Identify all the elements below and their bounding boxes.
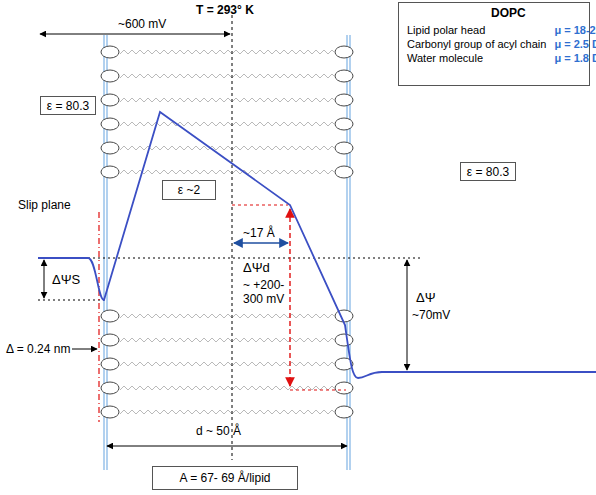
- acyl-chain: [120, 144, 334, 152]
- polar-head: [101, 406, 119, 418]
- dimension-arrow: [407, 260, 408, 370]
- annotation-label: T = 293° K: [196, 3, 254, 17]
- potential-profile: [38, 112, 596, 378]
- reference-line: [38, 300, 104, 301]
- annotation-label: ~ +200- 300 mV: [243, 278, 303, 306]
- membrane-boundaries: [104, 35, 350, 470]
- polar-head: [101, 70, 119, 82]
- polar-head: [101, 310, 119, 322]
- annotation-label: ΔΨS: [52, 272, 80, 287]
- dimension-arrow: [72, 349, 97, 350]
- table-heading: DOPC: [407, 6, 596, 20]
- acyl-chain: [120, 360, 334, 368]
- acyl-chain: [120, 168, 334, 176]
- table-cell: Carbonyl group of acyl chain: [407, 38, 546, 50]
- slip-plane-line: [98, 212, 99, 422]
- annotation-label: ~17 Å: [243, 226, 275, 240]
- polar-head: [335, 310, 353, 322]
- acyl-chain: [120, 408, 334, 416]
- guide-line: [232, 204, 288, 205]
- polar-head: [335, 166, 353, 178]
- guide-line: [290, 389, 346, 390]
- node-text: A = 67- 69 Å/lipid: [179, 471, 270, 485]
- annotation-label: ~70mV: [412, 308, 450, 322]
- reference-line: [38, 258, 422, 259]
- medium-box: ε = 80.3: [460, 162, 516, 181]
- legend-table: DOPCLipid polar headμ = 18-25DCarbonyl g…: [398, 2, 590, 86]
- acyl-chain: [120, 120, 334, 128]
- area-box: A = 67- 69 Å/lipid: [152, 466, 298, 490]
- table-cell: μ = 18-25D: [554, 24, 596, 36]
- polar-head: [335, 142, 353, 154]
- acyl-chain: [120, 312, 334, 320]
- polar-head: [335, 46, 353, 58]
- polar-head: [101, 382, 119, 394]
- node-text: ε = 80.3: [467, 165, 509, 179]
- annotation-label: ~600 mV: [118, 17, 166, 31]
- annotation-label: Δ = 0.24 nm: [6, 342, 70, 356]
- medium-box: ε ~2: [162, 180, 216, 200]
- medium-box: ε = 80.3: [40, 96, 96, 115]
- acyl-chain: [120, 72, 334, 80]
- polar-head: [101, 334, 119, 346]
- polar-head: [335, 94, 353, 106]
- polar-head: [101, 166, 119, 178]
- polar-heads: [101, 46, 353, 418]
- polar-head: [335, 70, 353, 82]
- annotation-label: d ~ 50 Å: [196, 424, 241, 438]
- dimension-arrow: [234, 242, 288, 243]
- polar-head: [335, 382, 353, 394]
- dimension-arrow: [44, 260, 45, 298]
- table-cell: μ = 1.8 D: [554, 52, 596, 64]
- polar-head: [101, 94, 119, 106]
- annotation-label: ΔΨ: [416, 290, 436, 305]
- node-text: ε = 80.3: [47, 99, 89, 113]
- dimension-arrow: [40, 34, 230, 35]
- annotation-label: Slip plane: [18, 198, 71, 212]
- dipole-potential-arrow: [289, 209, 290, 386]
- polar-head: [101, 142, 119, 154]
- dimension-arrow: [107, 446, 347, 447]
- annotation-label: ΔΨd: [243, 260, 270, 275]
- acyl-chain: [120, 48, 334, 56]
- node-text: ε ~2: [178, 183, 200, 197]
- table-cell: Water molecule: [407, 52, 546, 64]
- acyl-chain: [120, 384, 334, 392]
- polar-head: [335, 406, 353, 418]
- table-cell: Lipid polar head: [407, 24, 546, 36]
- polar-head: [101, 118, 119, 130]
- table-cell: μ = 2.5 D: [554, 38, 596, 50]
- acyl-chain: [120, 336, 334, 344]
- acyl-chain: [120, 96, 334, 104]
- polar-head: [335, 334, 353, 346]
- center-line: [232, 15, 233, 460]
- polar-head: [335, 118, 353, 130]
- polar-head: [101, 358, 119, 370]
- polar-head: [101, 46, 119, 58]
